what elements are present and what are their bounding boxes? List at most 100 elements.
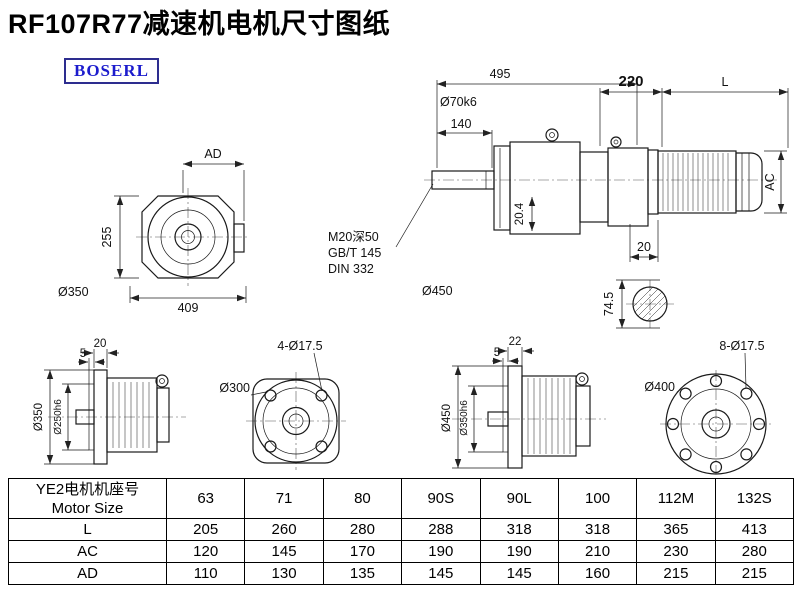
- motor-size-header-en: Motor Size: [51, 499, 124, 517]
- dim-cell: 145: [479, 562, 559, 585]
- dim-L: L: [722, 75, 729, 89]
- dim-cell: 110: [165, 562, 246, 585]
- dim-pilot-5: 5: [80, 348, 86, 360]
- table-row-AD: AD 110 130 135 145 145 160 215 215: [8, 562, 795, 585]
- body-ribs: [112, 382, 150, 448]
- holes-leader: [313, 352, 323, 392]
- end-cap: [575, 385, 591, 447]
- gear-body: [521, 375, 577, 457]
- dim-flange-od-350: Ø350: [33, 403, 45, 431]
- dia-leader: [676, 388, 682, 393]
- dim-flange-22: 22: [509, 336, 522, 348]
- dim-cell: 215: [636, 562, 716, 585]
- dim-74-5: 74.5: [602, 292, 616, 316]
- dim-flange-20: 20: [94, 338, 107, 350]
- gear-body: [106, 377, 158, 453]
- dim-AC: AC: [763, 173, 777, 190]
- dim-255: 255: [100, 227, 114, 248]
- motor-size-table: YE2电机机座号 Motor Size 63 71 80 90S 90L 100…: [8, 478, 795, 585]
- view-flange-front-small: 4-Ø17.5 Ø300: [219, 339, 346, 470]
- dim-cell: 288: [401, 518, 481, 541]
- size-col-header: 90S: [401, 478, 481, 519]
- centerline: [246, 372, 346, 470]
- dia-leader: [250, 391, 267, 396]
- page-title: RF107R77减速机电机尺寸图纸: [8, 9, 391, 39]
- dim-cell: 145: [401, 562, 481, 585]
- dim-key-20: 20: [637, 240, 651, 254]
- size-col-header: 100: [557, 478, 638, 519]
- size-col-header: 71: [244, 478, 324, 519]
- row-label: L: [8, 518, 167, 541]
- dim-495: 495: [490, 67, 511, 81]
- dim-20-4: 20.4: [514, 202, 526, 225]
- label-8-holes: 8-Ø17.5: [719, 339, 764, 353]
- dim-cell: 160: [557, 562, 638, 585]
- note-gbt145: GB/T 145: [328, 246, 381, 260]
- view-flange-side-small: 20 5 Ø350 Ø250h6: [33, 338, 186, 465]
- dim-cell: 190: [479, 540, 559, 563]
- dim-pilot-250h6: Ø250h6: [53, 399, 64, 435]
- dim-ad: AD: [204, 147, 221, 161]
- label-dia-450: Ø450: [422, 284, 453, 298]
- label-dia-300: Ø300: [219, 381, 250, 395]
- size-col-header: 132S: [714, 478, 795, 519]
- note-din332: DIN 332: [328, 262, 374, 276]
- fan-cover: [735, 152, 763, 212]
- row-label: AC: [8, 540, 167, 563]
- shaft-section: 74.5: [602, 279, 674, 329]
- table-row-L: L 205 260 280 288 318 318 365 413: [8, 518, 795, 541]
- dim-cell: 318: [479, 518, 559, 541]
- dim-409: 409: [178, 301, 199, 315]
- dim-cell: 130: [244, 562, 324, 585]
- size-col-header: 63: [165, 478, 246, 519]
- size-col-header: 80: [322, 478, 403, 519]
- dim-cell: 318: [557, 518, 638, 541]
- dim-cell: 365: [636, 518, 716, 541]
- table-header-row: YE2电机机座号 Motor Size 63 71 80 90S 90L 100…: [8, 478, 795, 519]
- body-ribs: [527, 378, 571, 454]
- lifting-eye: [575, 372, 589, 386]
- dim-pilot-5: 5: [494, 347, 500, 359]
- dim-cell: 280: [714, 540, 795, 563]
- housing-outline: [252, 378, 340, 464]
- note-leader: [395, 183, 434, 248]
- size-col-header: 90L: [479, 478, 559, 519]
- dim-cell: 145: [244, 540, 324, 563]
- lifting-eye: [155, 374, 169, 388]
- dim-cell: 210: [557, 540, 638, 563]
- centerline: [136, 188, 250, 286]
- dim-shaft-diameter: Ø70k6: [440, 95, 477, 109]
- dim-220: 220: [618, 73, 643, 90]
- end-cap: [156, 387, 170, 443]
- dim-cell: 205: [165, 518, 246, 541]
- note-tap-m20: M20深50: [328, 230, 379, 244]
- row-label: AD: [8, 562, 167, 585]
- dim-cell: 170: [322, 540, 403, 563]
- dim-cell: 190: [401, 540, 481, 563]
- dim-cell: 120: [165, 540, 246, 563]
- table-row-AC: AC 120 145 170 190 190 210 230 280: [8, 540, 795, 563]
- view-front-gearhead: AD 255 409 Ø350: [58, 147, 250, 315]
- holes-leader: [744, 352, 747, 389]
- gearhead-face-circles: [147, 196, 229, 278]
- label-dia-400: Ø400: [644, 380, 675, 394]
- motor-size-header-cn: YE2电机机座号: [35, 480, 140, 498]
- dim-cell: 260: [244, 518, 324, 541]
- section-hatching: [632, 286, 668, 322]
- view-flange-side-large: 22 5 Ø450 Ø350h6: [441, 336, 606, 469]
- flange-plate: [507, 365, 523, 469]
- bolt-holes: [666, 374, 766, 474]
- size-col-header: 112M: [636, 478, 716, 519]
- dim-cell: 413: [714, 518, 795, 541]
- label-4-holes: 4-Ø17.5: [277, 339, 322, 353]
- dim-cell: 135: [322, 562, 403, 585]
- motor-size-header-cell: YE2电机机座号 Motor Size: [8, 478, 167, 519]
- gearhead-housing-outline: [141, 195, 235, 279]
- dim-cell: 215: [714, 562, 795, 585]
- centerline: [660, 370, 772, 474]
- view-flange-front-large: 8-Ø17.5 Ø400: [644, 339, 772, 475]
- dim-pilot-350h6: Ø350h6: [459, 400, 470, 436]
- label-dia-350: Ø350: [58, 285, 89, 299]
